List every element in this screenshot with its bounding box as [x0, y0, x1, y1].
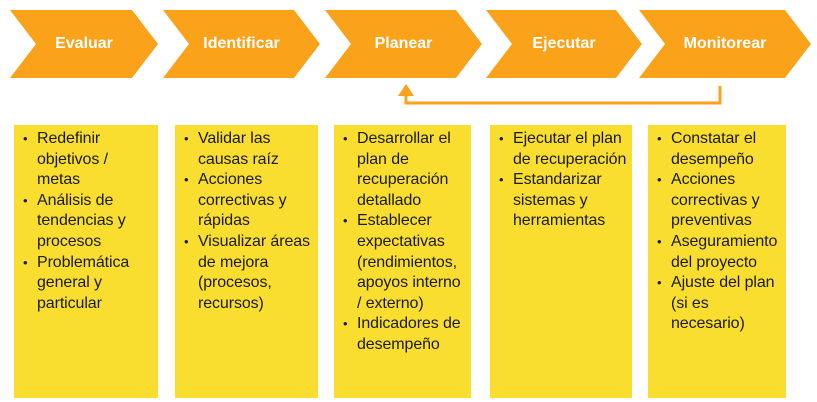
feedback-arrow [398, 84, 722, 105]
detail-list: Desarrollar el plan de recuperación deta… [338, 129, 467, 356]
list-item: Desarrollar el plan de recuperación deta… [343, 129, 467, 211]
list-item: Redefinir objetivos / metas [23, 129, 154, 191]
chevron-planear [325, 10, 482, 78]
list-item: Aseguramiento del proyecto [657, 232, 782, 273]
list-item: Acciones correctivas y preventivas [657, 170, 782, 232]
detail-list: Constatar el desempeño Acciones correcti… [652, 129, 782, 335]
list-item: Ajuste del plan (si es necesario) [657, 273, 782, 335]
detail-box-planear: Desarrollar el plan de recuperación deta… [334, 125, 471, 398]
list-item: Indicadores de desempeño [343, 314, 467, 355]
detail-list: Validar las causas raíz Acciones correct… [179, 129, 314, 314]
chevron-identificar [163, 10, 320, 78]
detail-list: Ejecutar el plan de recuperación Estanda… [494, 129, 628, 232]
list-item: Problemática general y particular [23, 253, 154, 315]
detail-list: Redefinir objetivos / metas Análisis de … [18, 129, 154, 314]
chevron-monitorear [639, 10, 811, 78]
detail-box-evaluar: Redefinir objetivos / metas Análisis de … [14, 125, 158, 398]
list-item: Acciones correctivas y rápidas [184, 170, 314, 232]
list-item: Constatar el desempeño [657, 129, 782, 170]
detail-box-monitorear: Constatar el desempeño Acciones correcti… [648, 125, 786, 398]
list-item: Visualizar áreas de mejora (procesos, re… [184, 232, 314, 314]
list-item: Estandarizar sistemas y herramientas [499, 170, 628, 232]
chevron-evaluar [10, 10, 158, 78]
detail-box-ejecutar: Ejecutar el plan de recuperación Estanda… [490, 125, 632, 398]
chevron-ejecutar [486, 10, 642, 78]
list-item: Validar las causas raíz [184, 129, 314, 170]
list-item: Establecer expectativas (rendimientos, a… [343, 211, 467, 314]
list-item: Análisis de tendencias y procesos [23, 191, 154, 253]
feedback-arrow-head [398, 84, 414, 96]
detail-box-identificar: Validar las causas raíz Acciones correct… [175, 125, 318, 398]
list-item: Ejecutar el plan de recuperación [499, 129, 628, 170]
